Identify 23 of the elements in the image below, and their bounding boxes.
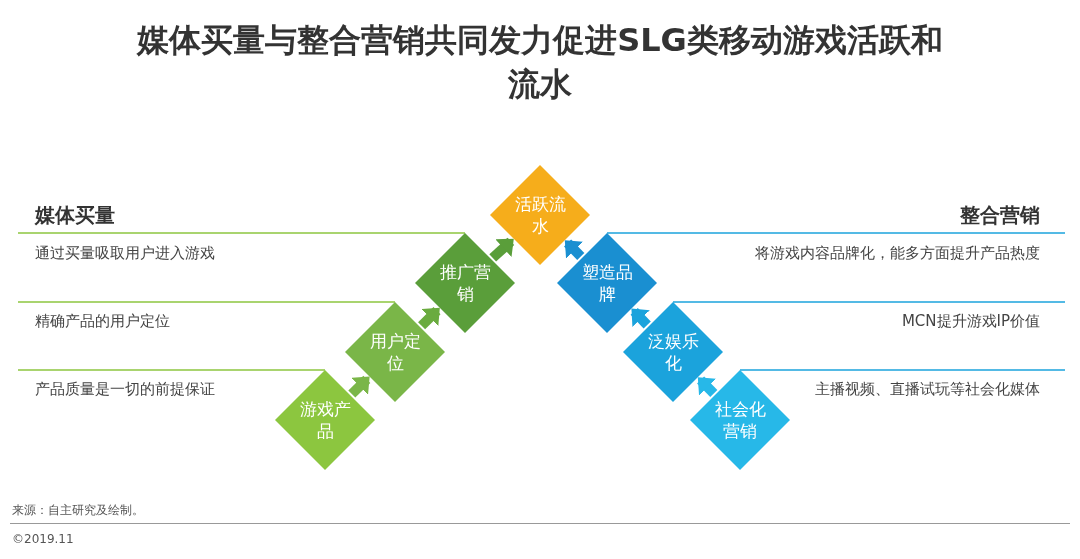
footer-note: ©2019.11 bbox=[12, 532, 74, 546]
description-text: MCN提升游戏IP价值 bbox=[901, 312, 1040, 331]
arrow bbox=[630, 307, 651, 329]
description-text: 将游戏内容品牌化，能多方面提升产品热度 bbox=[755, 244, 1040, 263]
arrow bbox=[489, 237, 515, 262]
description-text: 产品质量是一切的前提保证 bbox=[35, 380, 215, 399]
arrow bbox=[418, 307, 441, 330]
diamond-node: 泛娱乐化 bbox=[623, 302, 723, 402]
arrow bbox=[348, 375, 371, 398]
arrow bbox=[697, 376, 718, 397]
section-heading: 整合营销 bbox=[960, 202, 1040, 229]
diamond-node: 推广营销 bbox=[415, 233, 515, 333]
diamond-node: 用户定位 bbox=[345, 302, 445, 402]
section-heading: 媒体买量 bbox=[35, 202, 115, 229]
description-text: 主播视频、直播试玩等社会化媒体 bbox=[815, 380, 1040, 399]
diamond-node: 社会化营销 bbox=[690, 370, 790, 470]
description-text: 精确产品的用户定位 bbox=[35, 312, 170, 331]
arrow bbox=[564, 239, 585, 260]
diamond-node: 塑造品牌 bbox=[557, 233, 657, 333]
title: 媒体买量与整合营销共同发力促进SLG类移动游戏活跃和流水 bbox=[135, 20, 944, 105]
description-text: 通过买量吸取用户进入游戏 bbox=[35, 244, 215, 263]
footer-note: 来源：自主研究及绘制。 bbox=[12, 502, 144, 519]
diamond-node: 游戏产品 bbox=[275, 370, 375, 470]
